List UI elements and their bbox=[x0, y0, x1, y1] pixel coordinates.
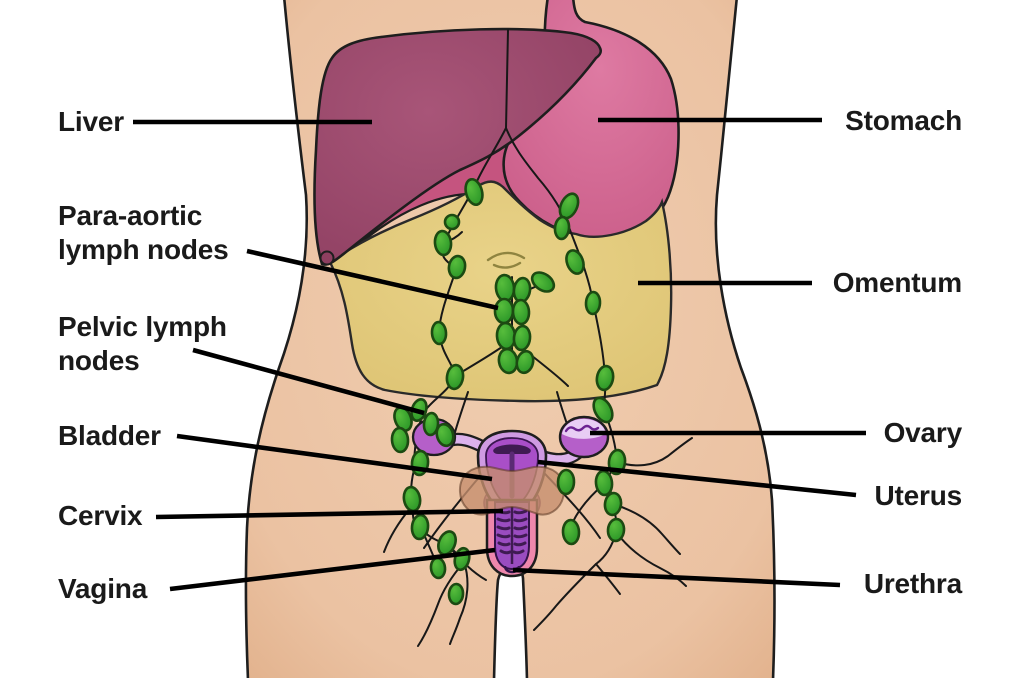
leader-line-pelvic bbox=[192, 347, 425, 416]
label-bladder: Bladder bbox=[58, 420, 161, 451]
vagina-shape bbox=[485, 498, 539, 578]
leader-line-urethra bbox=[512, 567, 841, 588]
label-stomach: Stomach bbox=[845, 105, 962, 136]
label-urethra: Urethra bbox=[863, 568, 962, 599]
leader-line-cervix bbox=[155, 508, 504, 520]
liver-shape bbox=[313, 27, 603, 266]
gallbladder bbox=[319, 250, 335, 266]
label-cervix: Cervix bbox=[58, 500, 143, 531]
leader-line-para-aortic bbox=[246, 248, 499, 311]
lymph-nodes bbox=[390, 177, 627, 606]
urethral-opening bbox=[503, 565, 521, 574]
label-vagina: Vagina bbox=[58, 573, 148, 604]
label-para-aortic-lymph-nodes: Para-aortic lymph nodes bbox=[58, 200, 229, 265]
label-uterus: Uterus bbox=[874, 480, 963, 511]
ovary-right-shape bbox=[558, 415, 610, 459]
leader-line-vagina bbox=[169, 547, 496, 592]
label-omentum: Omentum bbox=[832, 267, 962, 298]
leader-line-uterus bbox=[537, 459, 857, 498]
navel bbox=[486, 251, 526, 269]
label-liver: Liver bbox=[58, 106, 124, 137]
bladder-shape bbox=[458, 465, 566, 516]
label-pelvic-lymph-nodes: Pelvic lymph nodes bbox=[58, 311, 227, 376]
leader-line-bladder bbox=[176, 433, 493, 482]
label-ovary: Ovary bbox=[883, 417, 963, 448]
leader-lines bbox=[133, 117, 866, 592]
